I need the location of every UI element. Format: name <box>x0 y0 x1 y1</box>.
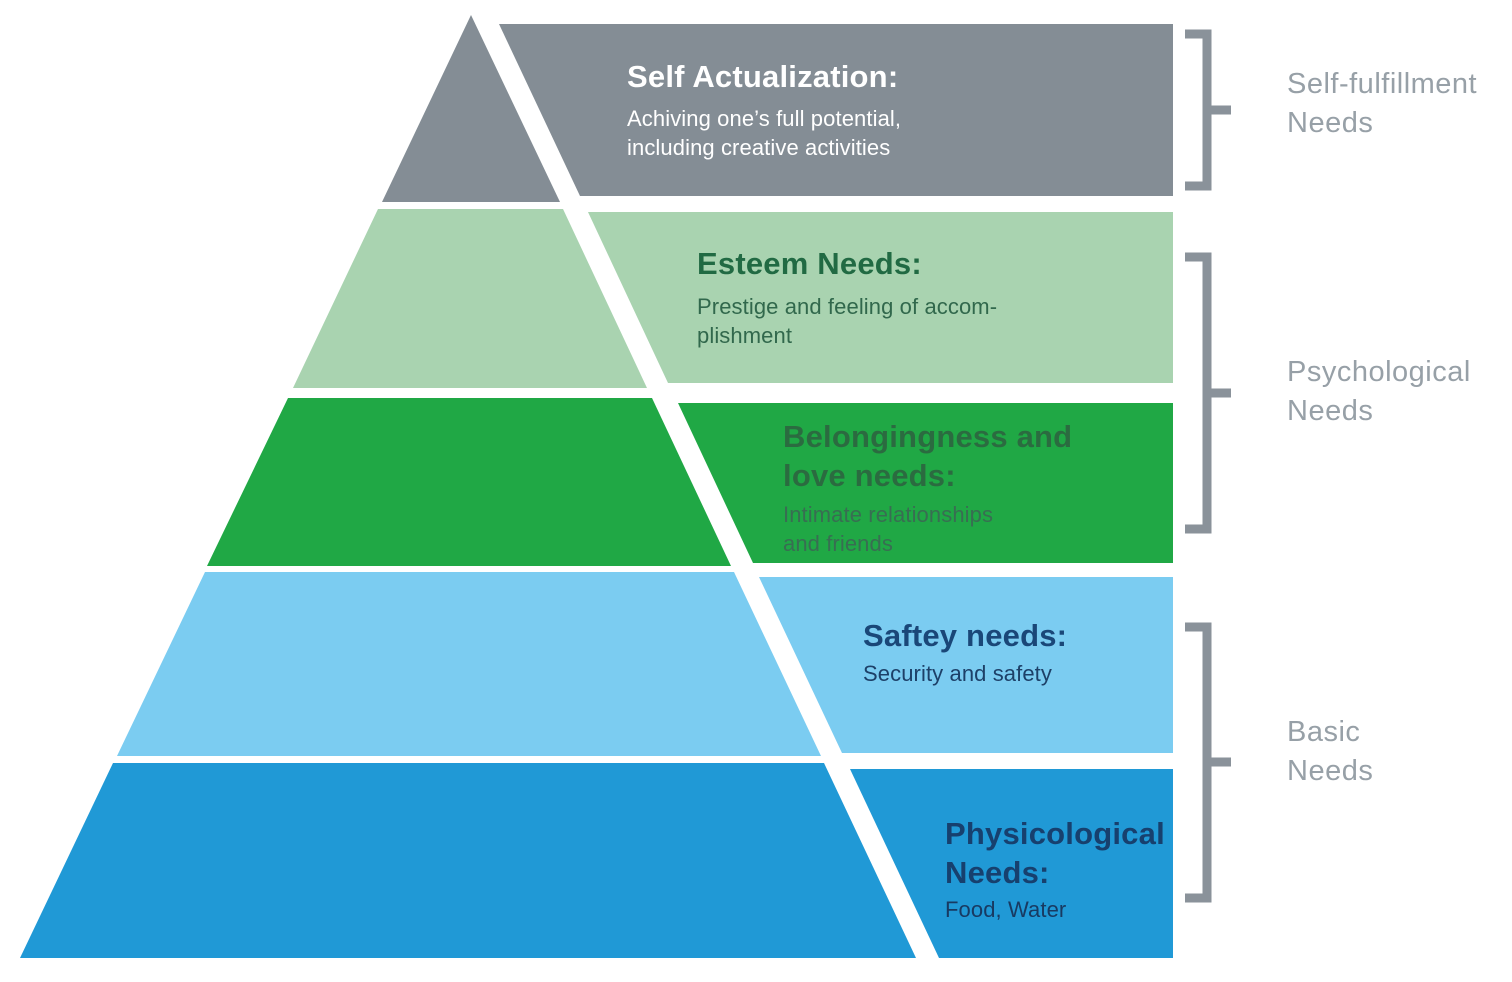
group-label-basic: Basic Needs <box>1287 716 1374 787</box>
layer-title-physiological: Physicological Needs: <box>945 816 1165 890</box>
layer-shape-right-safety <box>759 577 1173 753</box>
layer-title-esteem: Esteem Needs: <box>697 246 922 281</box>
group-bracket-basic <box>1185 622 1231 903</box>
layer-shape-left-safety <box>117 572 821 756</box>
layer-shape-right-self-actualization <box>499 24 1173 196</box>
layer-desc-self-actualization: Achiving one’s full potential, including… <box>627 106 902 160</box>
layer-shape-right-physiological <box>850 769 1173 958</box>
group-label-self-fulfillment: Self-fulfillment Needs <box>1287 68 1478 139</box>
layer-title-self-actualization: Self Actualization: <box>627 59 899 94</box>
layer-desc-esteem: Prestige and feeling of accom- plishment <box>697 294 998 348</box>
group-bracket-self-fulfillment <box>1185 29 1231 191</box>
layer-shape-left-physiological <box>20 763 916 958</box>
layer-shape-right-esteem <box>588 212 1173 383</box>
layer-title-safety: Saftey needs: <box>863 618 1068 653</box>
layer-shape-left-self-actualization <box>382 15 560 202</box>
layer-shape-right-belongingness <box>678 403 1173 563</box>
layer-desc-safety: Security and safety <box>863 661 1052 686</box>
group-label-psychological: Psychological Needs <box>1287 356 1471 427</box>
layer-title-belongingness: Belongingness and love needs: <box>783 419 1073 493</box>
layer-desc-physiological: Food, Water <box>945 897 1067 922</box>
layer-shape-left-esteem <box>293 209 647 388</box>
layer-shape-left-belongingness <box>207 398 731 566</box>
group-bracket-psychological <box>1185 252 1231 534</box>
layer-desc-belongingness: Intimate relationships and friends <box>783 502 994 556</box>
